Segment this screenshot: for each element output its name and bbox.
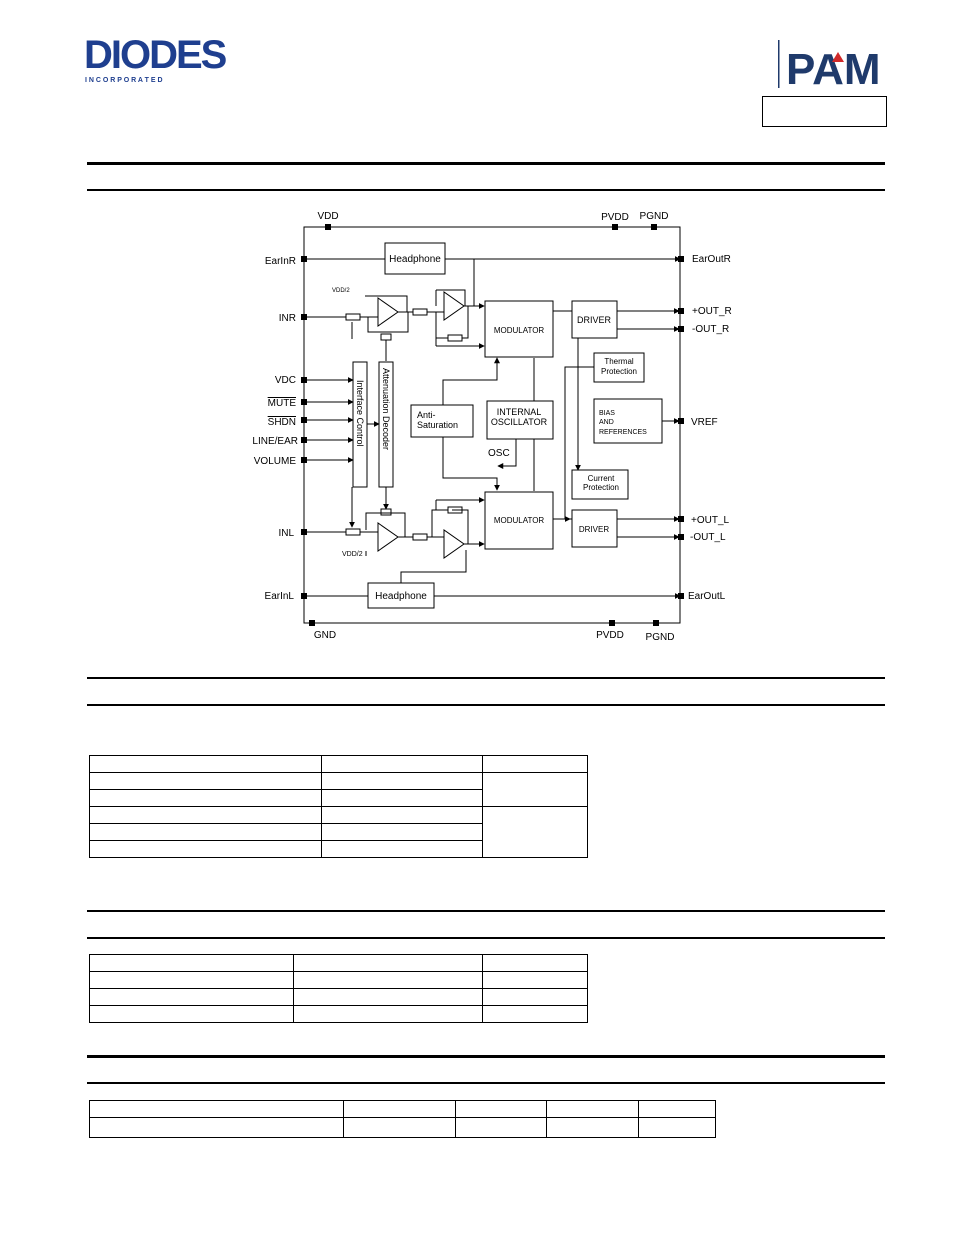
section-rule [87, 677, 885, 679]
bias-label-1: BIAS [599, 410, 615, 417]
section-rule [87, 162, 885, 165]
current-label-1: Current [588, 474, 615, 483]
block-diagram: VDD PVDD PGND GND PVDD PGND EarInR INR V… [252, 211, 732, 643]
headphone-l-label: Headphone [375, 591, 427, 602]
vdd2-top-label: VDD/2 [332, 288, 350, 294]
table-row [89, 772, 588, 807]
pin-out-r-minus: -OUT_R [692, 324, 729, 335]
part-number-box [762, 96, 887, 127]
table-3 [89, 1100, 716, 1138]
osc-label-2: OSCILLATOR [491, 417, 548, 427]
pin-pgnd-bottom: PGND [646, 632, 675, 643]
modulator-l-label: MODULATOR [494, 516, 545, 525]
pin-gnd: GND [314, 630, 336, 641]
pin-shdn: SHDN [268, 417, 296, 428]
pin-pvdd-top: PVDD [601, 212, 629, 223]
antisat-label-2: Saturation [417, 420, 458, 430]
pin-out-r-plus: +OUT_R [692, 306, 732, 317]
modulator-r-label: MODULATOR [494, 326, 545, 335]
table-row [89, 1100, 716, 1118]
pin-earinr: EarInR [265, 256, 296, 267]
diodes-logo-subtext: I N C O R P O R A T E D [85, 77, 163, 84]
table-row [89, 971, 588, 989]
table-row [89, 1117, 716, 1138]
table-row [89, 789, 588, 807]
table-2 [89, 954, 588, 1023]
driver-l-label: DRIVER [579, 525, 609, 534]
diodes-logo-text: DIODES [84, 38, 227, 77]
pin-earinl: EarInL [265, 591, 295, 602]
interface-control-label: Interface Control [355, 380, 365, 447]
thermal-label-2: Protection [601, 367, 637, 376]
table-row [89, 954, 588, 972]
pin-out-l-plus: +OUT_L [691, 515, 730, 526]
pin-vref: VREF [691, 417, 718, 428]
section-rule [87, 1055, 885, 1058]
bias-label-3: REFERENCES [599, 429, 647, 436]
pin-earoutl: EarOutL [688, 591, 726, 602]
section-rule [87, 189, 885, 191]
pin-pgnd-top: PGND [640, 211, 669, 222]
bias-label-2: AND [599, 419, 614, 426]
pam-logo-text: PAM [786, 45, 881, 90]
pam-logo: PAM [778, 40, 881, 90]
osc-signal-label: OSC [488, 448, 510, 459]
section-rule [87, 910, 885, 912]
pin-vdd-top: VDD [317, 211, 338, 222]
table-row [89, 755, 588, 773]
table-row [89, 806, 588, 858]
pin-inr: INR [279, 313, 296, 324]
section-rule [87, 1082, 885, 1084]
thermal-label-1: Thermal [604, 357, 634, 366]
pin-out-l-minus: -OUT_L [690, 532, 726, 543]
antisat-label-1: Anti- [417, 410, 436, 420]
pin-inl: INL [278, 528, 294, 539]
pin-vdc: VDC [275, 375, 296, 386]
section-rule [87, 704, 885, 706]
table-1 [89, 755, 588, 858]
pin-earoutr: EarOutR [692, 254, 731, 265]
table-row [89, 840, 588, 858]
attenuation-decoder-label: Attenuation Decoder [381, 368, 391, 450]
osc-label-1: INTERNAL [497, 407, 542, 417]
vdd2-bottom-label: VDD/2 [342, 551, 363, 558]
table-row [89, 823, 588, 841]
table-row [89, 1005, 588, 1023]
current-label-2: Protection [583, 483, 619, 492]
pin-pvdd-bottom: PVDD [596, 630, 624, 641]
pin-mute: MUTE [268, 398, 297, 409]
pin-volume: VOLUME [254, 456, 297, 467]
pin-line-ear: LINE/EAR [252, 436, 298, 447]
section-rule [87, 937, 885, 939]
table-row [89, 988, 588, 1006]
diodes-logo: DIODES I N C O R P O R A T E D [84, 38, 229, 84]
headphone-r-label: Headphone [389, 254, 441, 265]
driver-r-label: DRIVER [577, 315, 612, 325]
